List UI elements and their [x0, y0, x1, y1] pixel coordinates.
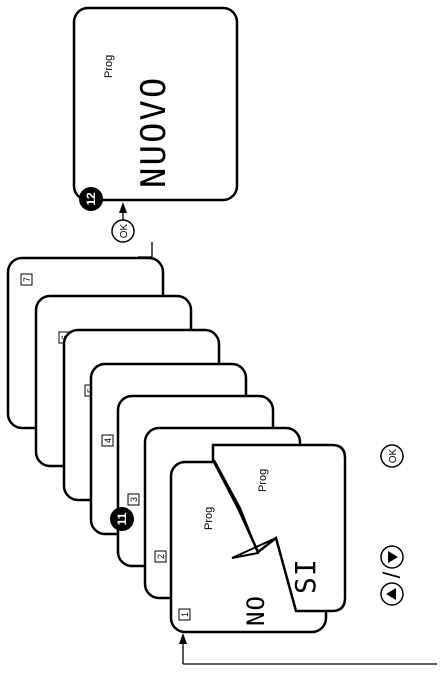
ok-confirm-label: OK — [388, 448, 399, 463]
front-prog-left: Prog — [203, 507, 215, 530]
card-2-number: 2 — [156, 554, 166, 559]
front-prog-right: Prog — [257, 469, 269, 492]
nuovo-display-value: NUOVO — [134, 76, 174, 188]
triangle-left-icon — [386, 588, 396, 600]
ok-button[interactable]: OK — [111, 219, 135, 243]
arrow-down-button[interactable] — [380, 545, 404, 569]
ok-confirm-button[interactable]: OK — [380, 444, 404, 468]
card-3-number: 3 — [129, 497, 139, 502]
card-1: 1 Prog Prog NO SI — [169, 443, 347, 634]
nav-separator: / — [379, 571, 406, 578]
arrow-up-button[interactable] — [380, 582, 404, 606]
nuovo-screen: Prog NUOVO — [72, 6, 239, 202]
step-12-number: 12 — [84, 192, 98, 206]
front-value-no: NO — [242, 595, 270, 626]
card-7-number: 7 — [22, 277, 32, 282]
loop-back-arrow — [179, 633, 437, 665]
nuovo-prog-label: Prog — [103, 55, 115, 78]
front-value-si: SI — [289, 558, 322, 594]
step-11-badge: 11 — [110, 507, 134, 531]
step-12-badge: 12 — [79, 187, 103, 211]
triangle-right-icon — [388, 551, 398, 563]
si-screen-overlay — [211, 443, 347, 613]
card-1-number: 1 — [180, 612, 190, 617]
step-11-number: 11 — [115, 512, 129, 525]
card-4-number: 4 — [103, 438, 113, 443]
ok-button-label: OK — [119, 223, 130, 238]
